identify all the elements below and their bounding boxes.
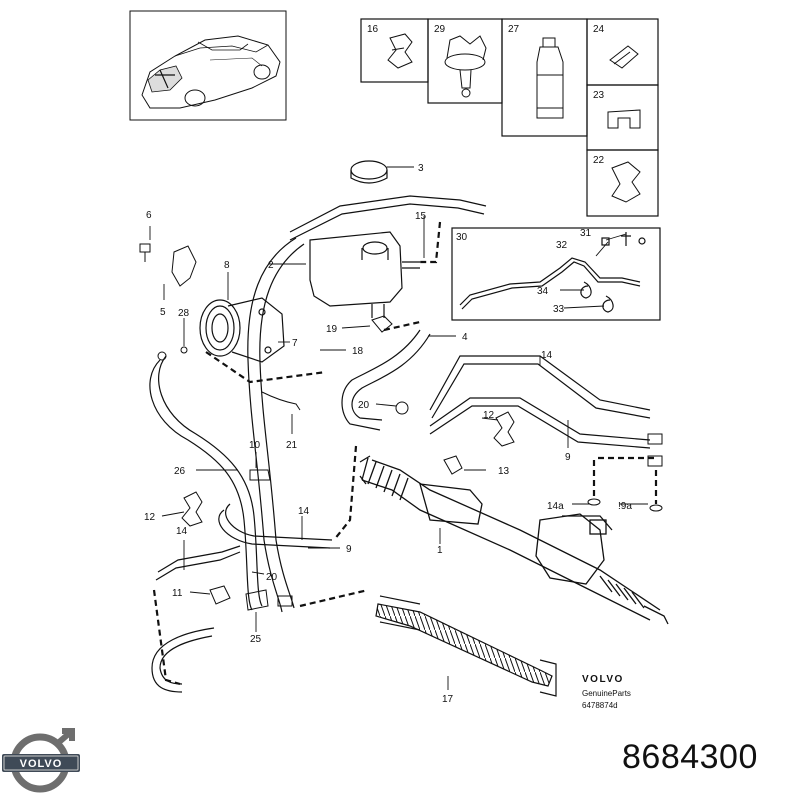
reservoir-part-2 [309, 231, 420, 318]
label-23: 23 [593, 90, 605, 101]
clamp-part-29 [444, 35, 487, 98]
label-30: 30 [456, 232, 468, 243]
volvo-logo: VOLVO [0, 725, 85, 800]
callout-6: 6 [146, 210, 152, 221]
callout-8: 8 [224, 260, 230, 271]
callout-11: 11 [172, 588, 183, 599]
clip-part-23 [607, 109, 641, 129]
label-27: 27 [508, 24, 520, 35]
clip-part-16 [387, 33, 413, 69]
callout-15: 15 [415, 211, 427, 222]
callout-numbers: 1 2 3 4 5 6 7 8 9 9 !9a 10 11 12 12 13 1… [144, 163, 632, 705]
label-24: 24 [593, 24, 605, 35]
part-number: 8684300 [622, 738, 758, 776]
cap-part-3 [350, 160, 388, 184]
callout-9c: !9a [618, 501, 632, 512]
callout-14b: 14 [298, 506, 310, 517]
callout-14d: 14a [547, 501, 564, 512]
callout-14c: 14 [176, 526, 188, 537]
brand-name: VOLVO [582, 674, 624, 685]
callout-1: 1 [437, 545, 443, 556]
genuine-parts-text: GenuineParts [582, 689, 631, 698]
callout-5: 5 [160, 307, 166, 318]
clip-part-24 [609, 45, 639, 69]
callout-21: 21 [286, 440, 298, 451]
callout-14a: 14 [541, 350, 553, 361]
pump-part-8 [199, 297, 285, 363]
callout-17: 17 [442, 694, 454, 705]
label-16: 16 [367, 24, 379, 35]
bolt-part-6 [139, 243, 151, 262]
callout-32: 32 [556, 240, 568, 251]
callout-7: 7 [292, 338, 298, 349]
leader-lines [149, 166, 648, 690]
callout-12b: 12 [144, 512, 156, 523]
callout-33: 33 [553, 304, 565, 315]
callout-19: 19 [326, 324, 338, 335]
callout-20a: 20 [358, 400, 370, 411]
fluid-bottle-part-27 [536, 37, 564, 119]
callout-26: 26 [174, 466, 186, 477]
callout-9a: 9 [565, 452, 571, 463]
logo-text: VOLVO [20, 758, 63, 770]
dashed-connector-lines [152, 221, 658, 686]
callout-31: 31 [580, 228, 592, 239]
steering-rack-part-1 [359, 455, 669, 625]
callout-12a: 12 [483, 410, 495, 421]
document-number: 6478874d [582, 701, 618, 710]
callout-13: 13 [498, 466, 510, 477]
callout-4: 4 [462, 332, 468, 343]
callout-25: 25 [250, 634, 262, 645]
inset-labels: 16 29 27 24 23 22 30 [367, 24, 605, 243]
callout-10: 10 [249, 440, 261, 451]
callout-18: 18 [352, 346, 364, 357]
clip-part-22 [611, 161, 641, 203]
callout-20b: 20 [266, 572, 278, 583]
label-22: 22 [593, 155, 605, 166]
callout-3: 3 [418, 163, 424, 174]
detail-insets-panel [360, 18, 659, 217]
callout-34: 34 [537, 286, 549, 297]
callout-2: 2 [268, 260, 274, 271]
callout-9b: 9 [346, 544, 352, 555]
car-overview-inset [129, 10, 287, 121]
small-fittings [157, 315, 663, 611]
bracket-part-5 [171, 245, 197, 287]
label-29: 29 [434, 24, 446, 35]
callout-28: 28 [178, 308, 190, 319]
heat-shield-part-17 [375, 595, 557, 697]
volvo-logo-icon: VOLVO [2, 728, 80, 793]
